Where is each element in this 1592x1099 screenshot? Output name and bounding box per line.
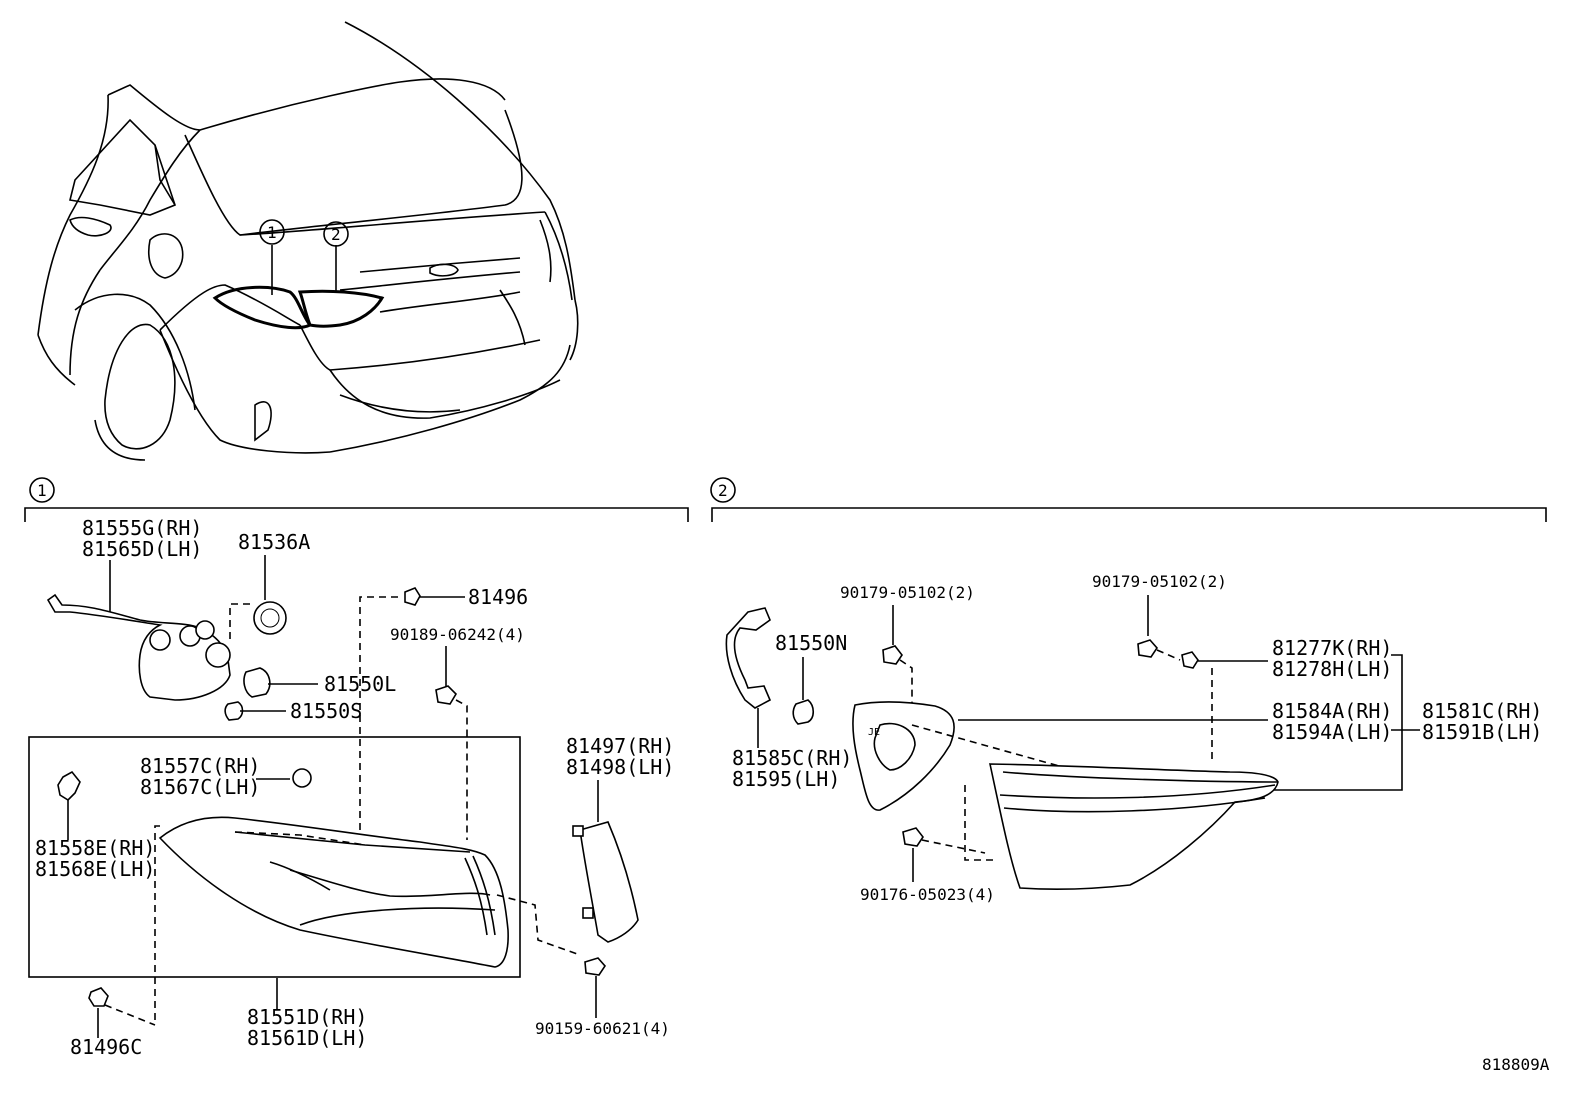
label-81555G: 81555G(RH) <box>82 516 202 540</box>
label-81595: 81595(LH) <box>732 767 840 791</box>
label-81550N: 81550N <box>775 631 847 655</box>
label-81496C: 81496C <box>70 1035 142 1059</box>
label-81584A: 81584A(RH) <box>1272 699 1392 723</box>
label-90159: 90159-60621(4) <box>535 1019 670 1038</box>
svg-text:JE: JE <box>868 727 880 738</box>
lid-lamp-81581C <box>989 763 1279 891</box>
label-81585C: 81585C(RH) <box>732 746 852 770</box>
label-81497: 81497(RH) <box>566 734 674 758</box>
callout-2-label: 2 <box>331 225 341 244</box>
label-81498: 81498(LH) <box>566 755 674 779</box>
clip-81496C <box>88 987 109 1007</box>
clip-81496 <box>404 587 421 606</box>
bulb-81550S <box>224 701 244 721</box>
label-81496: 81496 <box>468 585 528 609</box>
callout-1-label: 1 <box>267 223 277 242</box>
callout-2-circle <box>323 221 349 247</box>
section-1-callout <box>29 477 55 503</box>
rear-combination-lamp-81551D <box>158 816 509 968</box>
label-81277K: 81277K(RH) <box>1272 636 1392 660</box>
label-90189: 90189-06242(4) <box>390 625 525 644</box>
callout-1-circle <box>259 219 285 245</box>
label-81550S: 81550S <box>290 699 362 723</box>
screw-90179-right <box>1137 639 1159 658</box>
socket-wire-81585C <box>725 607 772 709</box>
clip-81277K <box>1181 651 1199 669</box>
section-1: 1 81555G(RH) 81565D(LH) 81536A 81550L 81… <box>24 477 689 1059</box>
bracket-81497 <box>579 821 639 943</box>
label-90176: 90176-05023(4) <box>860 885 995 904</box>
label-81536A: 81536A <box>238 530 310 554</box>
label-81558E: 81558E(RH) <box>35 836 155 860</box>
label-81557C: 81557C(RH) <box>140 754 260 778</box>
label-81278H: 81278H(LH) <box>1272 657 1392 681</box>
socket-81536A <box>253 601 287 635</box>
section-1-number: 1 <box>37 481 47 500</box>
gasket-plate-81584A <box>852 701 955 811</box>
screw-90176 <box>902 827 924 847</box>
label-81591B: 81591B(LH) <box>1422 720 1542 744</box>
socket-wire-81555G <box>46 593 231 701</box>
label-81565D: 81565D(LH) <box>82 537 202 561</box>
screw-90179-left <box>882 645 903 665</box>
label-81581C: 81581C(RH) <box>1422 699 1542 723</box>
section-2-callout <box>710 477 736 503</box>
label-90179-right: 90179-05102(2) <box>1092 572 1227 591</box>
label-81594A: 81594A(LH) <box>1272 720 1392 744</box>
diagram-id: 818809A <box>1482 1055 1550 1074</box>
label-81561D: 81561D(LH) <box>247 1026 367 1050</box>
label-81551D: 81551D(RH) <box>247 1005 367 1029</box>
bulb-81550L <box>243 667 271 698</box>
car-rear-overview: 1 2 <box>37 21 579 461</box>
screw-90189 <box>435 685 458 705</box>
label-81568E: 81568E(LH) <box>35 857 155 881</box>
screw-90159 <box>584 957 607 976</box>
section-2-number: 2 <box>718 481 728 500</box>
section-2: 2 90179-05102(2) 81585C(RH) 81595(LH) 81… <box>710 477 1547 904</box>
label-81567C: 81567C(LH) <box>140 775 260 799</box>
gasket-81557C <box>292 768 312 788</box>
connector-81558E <box>57 770 81 802</box>
bulb-81550N <box>792 699 815 725</box>
lamp-assembly-box <box>28 736 521 978</box>
label-90179-left: 90179-05102(2) <box>840 583 975 602</box>
